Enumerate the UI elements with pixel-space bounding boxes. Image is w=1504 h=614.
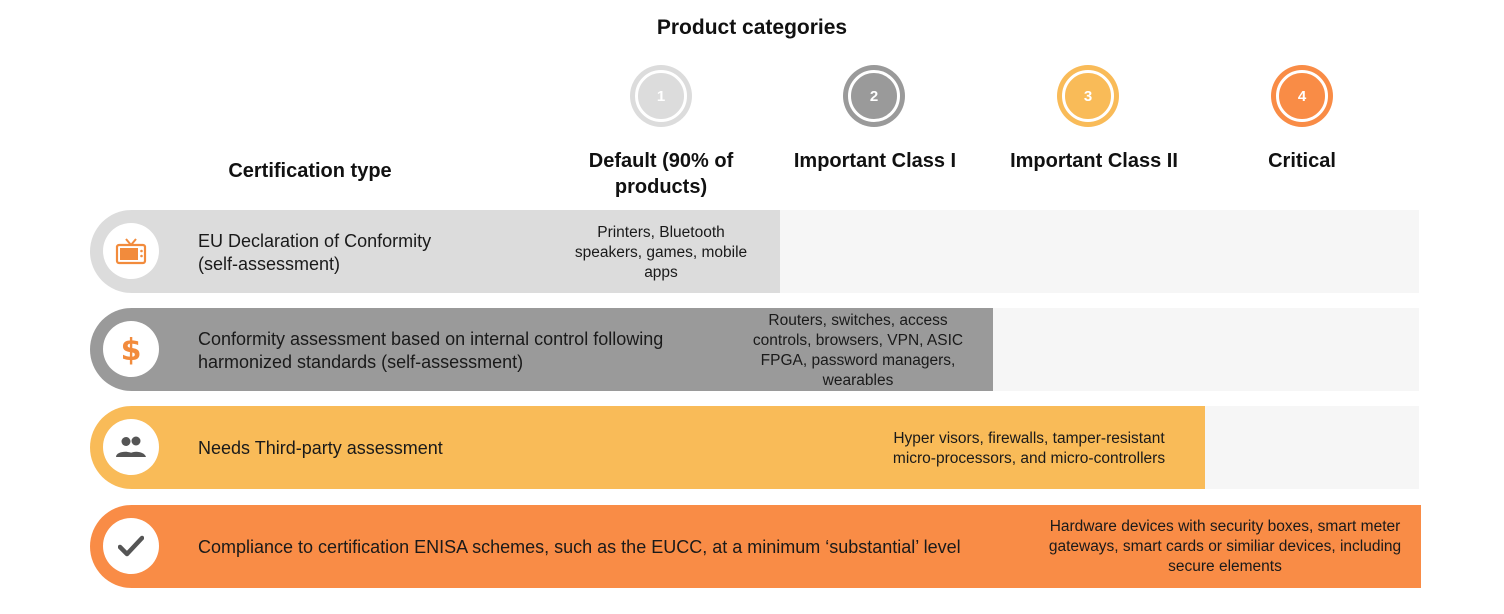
category-3-badge: 3 xyxy=(1057,65,1119,127)
svg-text:$: $ xyxy=(121,333,142,366)
category-3-number: 3 xyxy=(1062,70,1114,122)
row-4-examples: Hardware devices with security boxes, sm… xyxy=(1048,518,1402,575)
row-1-label: EU Declaration of Conformity (self-asses… xyxy=(198,230,431,276)
row-2-label-line2: harmonized standards (self-assessment) xyxy=(198,352,524,372)
row-1-label-line1: EU Declaration of Conformity xyxy=(198,231,432,251)
row-1-examples: Printers, Bluetooth speakers, games, mob… xyxy=(574,224,748,281)
row-3-track xyxy=(1205,406,1419,489)
row-4-label: Compliance to certification ENISA scheme… xyxy=(198,537,961,557)
category-1-badge: 1 xyxy=(630,65,692,127)
tv-icon xyxy=(115,238,147,265)
row-2-track xyxy=(993,308,1419,391)
row-2-label: Conformity assessment based on internal … xyxy=(198,328,663,374)
diagram-title: Product categories xyxy=(656,16,848,39)
row-3-icon-disc xyxy=(103,419,159,475)
category-1-number: 1 xyxy=(635,70,687,122)
people-icon xyxy=(116,436,146,457)
row-2-label-line1: Conformity assessment based on internal … xyxy=(198,329,664,349)
dollar-icon: $ xyxy=(121,333,142,366)
row-4-bar xyxy=(90,505,1421,588)
row-3-label: Needs Third-party assessment xyxy=(198,438,443,458)
row-2-bar xyxy=(90,308,993,391)
row-3-bar xyxy=(90,406,1205,489)
row-3-examples: Hyper visors, firewalls, tamper-resistan… xyxy=(892,430,1166,467)
category-4-number: 4 xyxy=(1276,70,1328,122)
category-2-header: Important Class I xyxy=(793,150,957,172)
checkmark-icon xyxy=(118,535,144,557)
category-2-badge: 2 xyxy=(843,65,905,127)
category-1-header: Default (90% of products) xyxy=(588,150,734,198)
category-3-header: Important Class II xyxy=(1010,150,1178,172)
row-4-icon-disc xyxy=(103,518,159,574)
category-2-number: 2 xyxy=(848,70,900,122)
category-4-badge: 4 xyxy=(1271,65,1333,127)
category-4-header: Critical xyxy=(1268,150,1336,172)
certification-type-header: Certification type xyxy=(228,160,392,182)
row-2-icon-disc: $ xyxy=(103,321,159,377)
row-1-label-line2: (self-assessment) xyxy=(198,254,341,274)
row-2-examples: Routers, switches, access controls, brow… xyxy=(752,312,964,389)
row-1-bar xyxy=(90,210,780,293)
row-1-icon-disc xyxy=(103,223,159,279)
row-1-track xyxy=(780,210,1419,293)
